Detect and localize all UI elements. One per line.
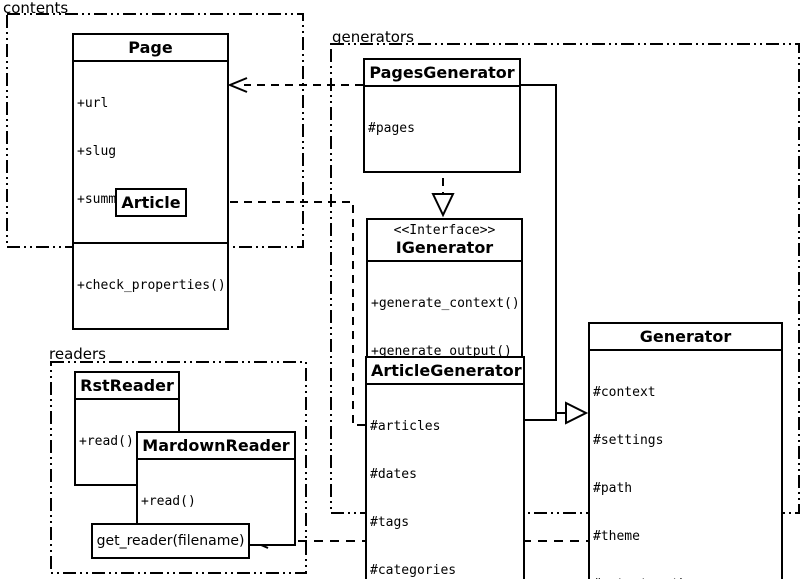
class-attribute: #context <box>593 385 656 400</box>
class-title: Generator <box>639 327 732 346</box>
rst-reader-methods: +read() <box>76 398 178 484</box>
igenerator-methods: +generate_context() +generate_output() <box>368 260 521 394</box>
rst-reader-class: RstReader +read() <box>74 371 180 486</box>
class-attribute: #tags <box>370 515 410 530</box>
class-method: +generate_output() <box>371 344 512 359</box>
get-reader-function: get_reader(filename) <box>91 523 250 559</box>
class-title: MardownReader <box>142 436 290 455</box>
class-method: +generate_context() <box>371 296 520 311</box>
article-generator-attributes: #articles #dates #tags #categories <box>367 383 523 579</box>
page-methods: +check_properties() <box>74 242 227 328</box>
generators-package-border <box>330 43 800 514</box>
class-attribute: #settings <box>593 433 664 448</box>
interface-title: <<Interface>> IGenerator <box>368 220 521 260</box>
pages-generator-class: PagesGenerator #pages <box>363 58 521 173</box>
class-title: ArticleGenerator <box>371 361 522 380</box>
article-class: Article <box>115 188 187 217</box>
article-generator-class: ArticleGenerator #articles #dates #tags … <box>365 356 525 579</box>
class-attribute: #pages <box>368 121 415 136</box>
generators-to-generator-inheritance-arrow <box>521 84 589 425</box>
pagesgenerator-to-page-dependency-arrow <box>227 77 363 93</box>
generator-attributes: #context #settings #path #theme #output_… <box>590 349 781 579</box>
class-title: Article <box>121 193 181 212</box>
class-method: +check_properties() <box>77 278 226 293</box>
class-title: RstReader <box>80 376 174 395</box>
class-attribute: +url <box>77 96 109 111</box>
pages-generator-attributes: #pages <box>365 85 519 171</box>
class-attribute: #dates <box>370 467 417 482</box>
class-method: +read() <box>141 494 196 509</box>
class-title: IGenerator <box>395 238 494 257</box>
class-attribute: +slug <box>77 144 117 159</box>
readers-package-border <box>50 361 307 574</box>
class-attribute: #output_path <box>593 577 778 579</box>
class-attribute: #articles <box>370 419 441 434</box>
readers-package-label: readers <box>49 345 106 363</box>
class-title: Page <box>128 38 173 57</box>
class-attribute: #categories <box>370 563 457 578</box>
class-title: PagesGenerator <box>369 63 515 82</box>
page-class: Page +url +slug +summary +check_properti… <box>72 33 229 330</box>
contents-package-label: contents <box>3 0 69 17</box>
class-attribute: #theme <box>593 529 640 544</box>
generator-class: Generator #context #settings #path #them… <box>588 322 783 579</box>
generators-package-label: generators <box>332 28 414 46</box>
class-method: +read() <box>79 434 134 449</box>
get-reader-label: get_reader(filename) <box>96 533 245 549</box>
markdown-reader-methods: +read() <box>138 458 294 544</box>
interface-stereotype: <<Interface>> <box>393 223 496 238</box>
class-attribute: #path <box>593 481 633 496</box>
